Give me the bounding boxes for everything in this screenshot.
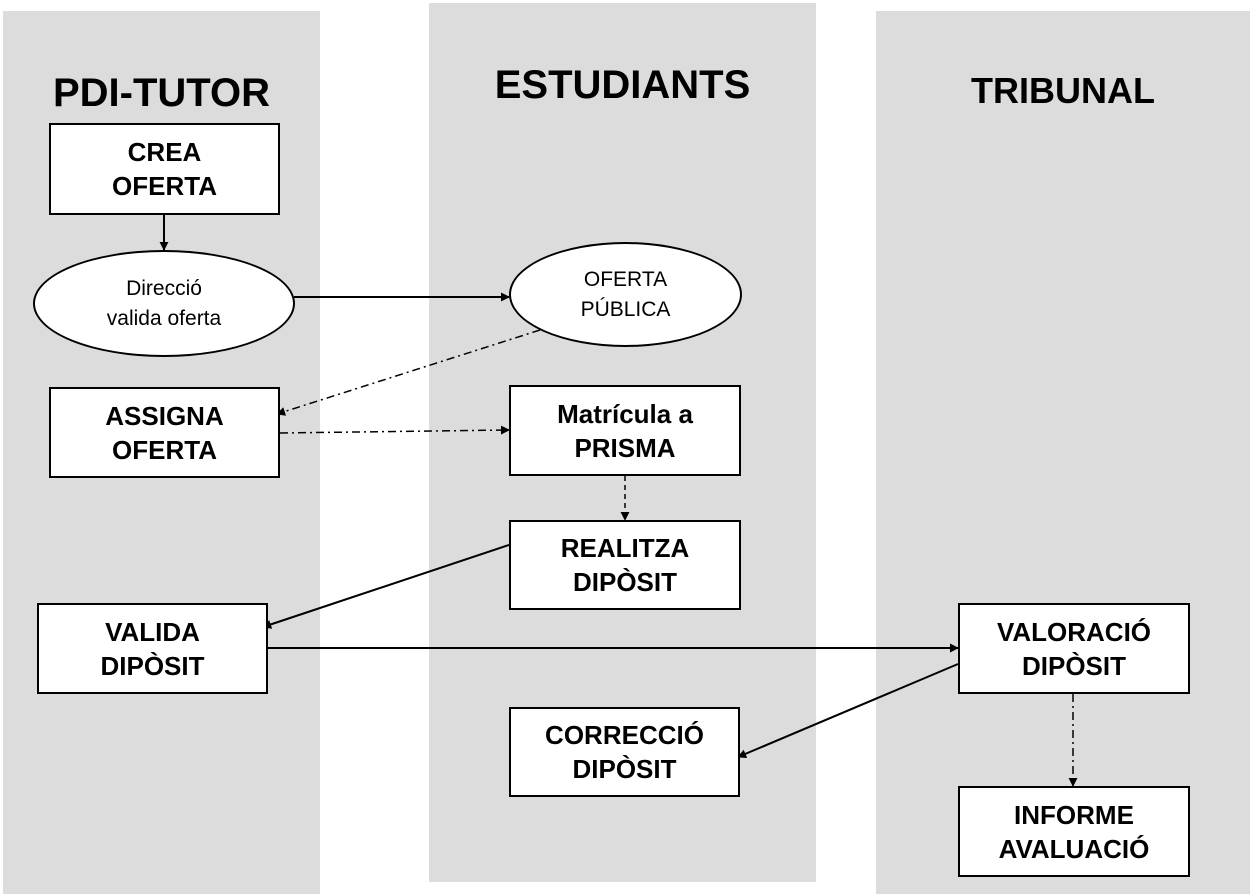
edge-assigna-to-matricula [279, 425, 510, 435]
node-realitza-line1: REALITZA [560, 533, 690, 563]
node-crea-oferta-line1: CREA [127, 137, 202, 167]
node-informe-line2: AVALUACIÓ [998, 833, 1150, 864]
node-direccio-line1: Direcció [126, 276, 202, 300]
node-valida-line1: VALIDA [105, 616, 200, 647]
node-valida-line2: DIPÒSIT [100, 650, 205, 681]
node-direccio-valida-oferta: Direcció valida oferta [33, 250, 295, 357]
node-realitza-line2: DIPÒSIT [572, 567, 677, 597]
lane-title-estudiants: ESTUDIANTS [494, 63, 751, 107]
node-matricula-line2: PRISMA [574, 432, 676, 463]
node-realitza-diposit: REALITZA DIPÒSIT [509, 520, 741, 610]
node-valoracio-line1: VALORACIÓ [996, 616, 1152, 647]
edge-realitza-to-valida [262, 544, 510, 629]
node-direccio-line2: valida oferta [106, 306, 222, 330]
lane-title-pdi-tutor: PDI-TUTOR [52, 71, 271, 115]
node-assigna-oferta: ASSIGNA OFERTA [49, 387, 280, 478]
node-crea-oferta-line2: OFERTA [112, 171, 217, 201]
node-informe-avaluacio: INFORME AVALUACIÓ [958, 786, 1190, 877]
lane-tribunal [876, 11, 1250, 894]
node-correccio-line2: DIPÒSIT [572, 754, 677, 784]
node-valida-diposit: VALIDA DIPÒSIT [37, 603, 268, 694]
node-correccio-line1: CORRECCIÓ [545, 720, 704, 750]
node-crea-oferta: CREA OFERTA [49, 123, 280, 215]
node-correccio-diposit: CORRECCIÓ DIPÒSIT [509, 707, 740, 797]
edge-valoracio-to-correccio [737, 663, 959, 758]
node-matricula-prisma: Matrícula a PRISMA [509, 385, 741, 476]
node-informe-line1: INFORME [1014, 799, 1134, 830]
node-assigna-line1: ASSIGNA [105, 400, 224, 431]
lane-title-tribunal: TRIBUNAL [971, 70, 1155, 111]
node-valoracio-line2: DIPÒSIT [1021, 650, 1126, 681]
edge-oferta-publica-to-assigna [276, 329, 541, 416]
node-assigna-line2: OFERTA [112, 434, 217, 465]
node-oferta-publica: OFERTA PÚBLICA [509, 242, 742, 347]
node-valoracio-diposit: VALORACIÓ DIPÒSIT [958, 603, 1190, 694]
node-oferta-publica-line1: OFERTA [583, 267, 668, 291]
node-matricula-line1: Matrícula a [557, 398, 693, 429]
node-oferta-publica-line2: PÚBLICA [580, 297, 671, 321]
